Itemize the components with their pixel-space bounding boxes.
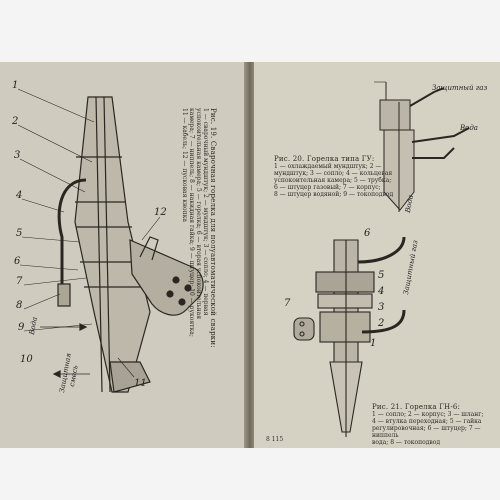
callout-2: 2 bbox=[12, 116, 19, 127]
fig21-callout-5: 5 bbox=[378, 270, 385, 281]
figure-20-caption: Рис. 20. Горелка типа ГУ: 1 — охлаждаемы… bbox=[274, 155, 394, 199]
fig21-callout-7: 7 bbox=[284, 298, 291, 309]
page-number: 8 115 bbox=[266, 436, 284, 443]
callout-3: 3 bbox=[14, 150, 21, 161]
fig21-callout-1: 1 bbox=[370, 338, 377, 349]
callout-10: 10 bbox=[20, 354, 33, 365]
left-page: 1 2 3 4 5 6 7 8 9 10 11 12 Вода Защитная… bbox=[0, 62, 246, 448]
callout-4: 4 bbox=[16, 190, 23, 201]
callout-11: 11 bbox=[134, 378, 147, 389]
fig21-callout-6: 6 bbox=[364, 228, 371, 239]
callout-9: 9 bbox=[18, 322, 25, 333]
callout-12: 12 bbox=[154, 207, 167, 218]
book-gutter bbox=[244, 62, 256, 448]
figure-19-caption: Рис. 19. Сварочная горелка для полуавтом… bbox=[181, 108, 217, 348]
figure-21-drawing bbox=[293, 236, 406, 437]
callout-1: 1 bbox=[12, 80, 19, 91]
callout-7: 7 bbox=[16, 276, 23, 287]
fig20-label-shield-gas: Защитный газ bbox=[432, 84, 488, 92]
right-page: Защитный газ Вода Рис. 20. Горелка типа … bbox=[254, 62, 500, 448]
fig21-callout-4: 4 bbox=[378, 286, 385, 297]
figure-19-drawing bbox=[17, 88, 204, 393]
callout-6: 6 bbox=[14, 256, 21, 267]
callout-8: 8 bbox=[16, 300, 23, 311]
book-spread: 1 2 3 4 5 6 7 8 9 10 11 12 Вода Защитная… bbox=[0, 62, 500, 448]
fig21-callout-2: 2 bbox=[378, 318, 385, 329]
figure-20-drawing bbox=[374, 81, 470, 212]
callout-5: 5 bbox=[16, 228, 23, 239]
fig20-label-water: Вода bbox=[460, 124, 478, 132]
figure-21-caption: Рис. 21. Горелка ГН-6: 1 — сопло; 2 — ко… bbox=[372, 403, 484, 447]
fig21-callout-3: 3 bbox=[378, 302, 385, 313]
